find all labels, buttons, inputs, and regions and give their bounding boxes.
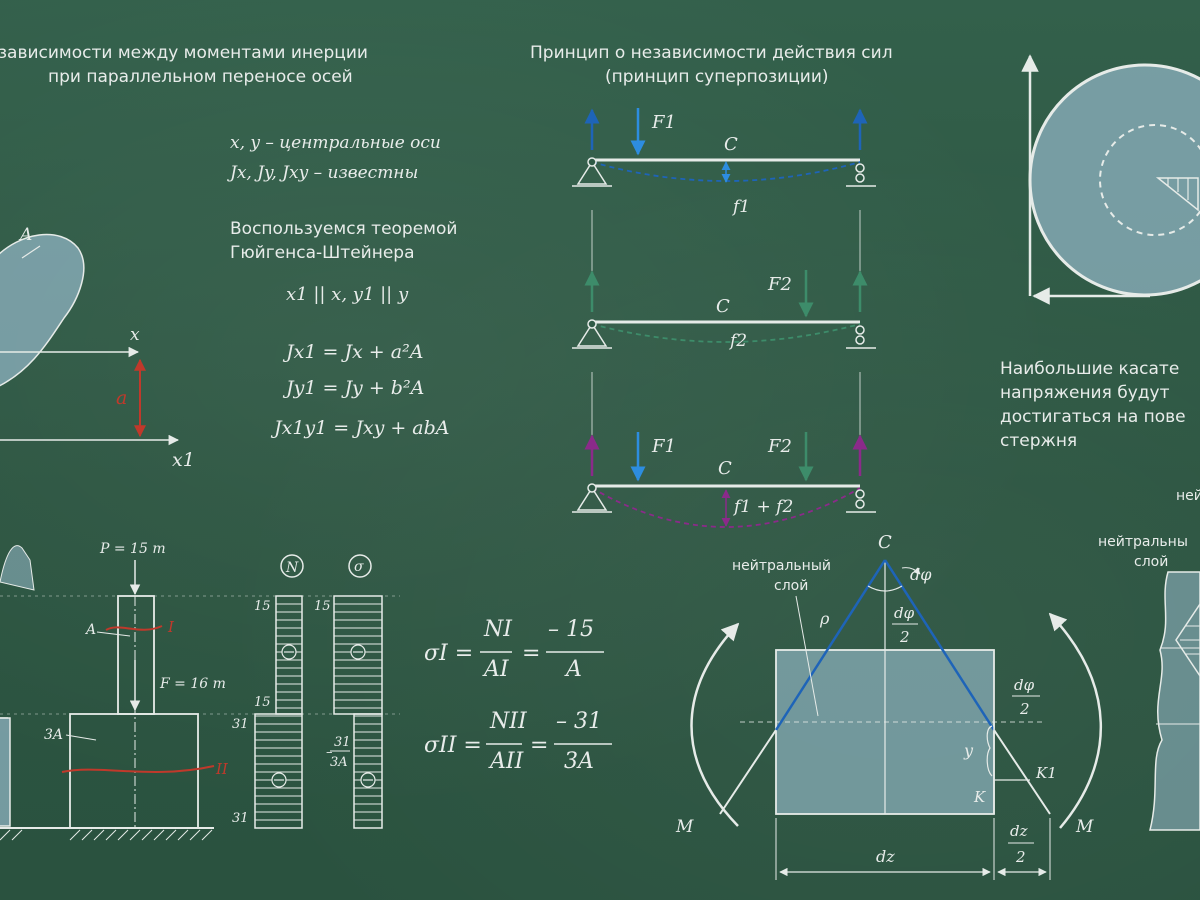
stress-formulas: σI = NI AI = – 15 A σII = NII AII = – 31… [424,617,612,774]
area-label: A [18,225,32,245]
beam-case-f2: F2 C f2 [572,270,876,351]
x1-axis-label: x1 [172,449,195,471]
torsion-section: Наибольшие касате напряжения будут дости… [1000,54,1200,451]
inertia-title-line1: зависимости между моментами инерции [0,43,368,63]
neutral-layer-section: нейт нейтральны слой [1098,488,1200,831]
superposition-section: Принцип о независимости действия сил (пр… [530,43,893,528]
point-c-label-2: C [716,296,730,317]
deflection-f1-label: f1 [731,197,750,217]
point-c-label-3: C [718,458,732,479]
center-c-label: C [878,532,892,553]
beam-case-f1: F1 C f1 [572,108,876,217]
sigma1-lhs: σI = [424,641,473,666]
superposition-title-line2: (принцип суперпозиции) [605,67,829,87]
sigma2-lhs: σII = [424,733,482,758]
y-label: y [963,741,974,760]
sigma2-eq: = [530,733,548,758]
torsion-text-4: стержня [1000,431,1077,451]
formula-jy1: Jy1 = Jy + b²A [282,377,424,399]
theorem-text-2: Гюйгенса-Штейнера [230,243,415,263]
force-f2-label-1: F2 [767,274,792,295]
neutral-partial-1: нейт [1176,488,1200,504]
force-f1-label-1: F1 [651,112,676,133]
beam-case-combined: F1 F2 C f1 + f2 [572,432,876,528]
sigma-diagram-label: σ [354,559,364,575]
dphi-half-num: dφ [894,604,915,622]
neutral-layer-label-2: слой [774,578,808,594]
sigma2-rden: 3A [564,749,594,774]
sigma1-eq: = [522,641,540,666]
dz-label: dz [876,847,895,866]
sigma2-num: NII [489,709,528,734]
sigma2-den: AII [488,749,525,774]
area-3a-label: 3A [44,727,63,743]
force-f2-label-2: F2 [767,436,792,457]
inertia-title-line2: при параллельном переносе осей [48,67,353,87]
sigma-frac-den: 3A [330,755,348,770]
torsion-text-1: Наибольшие касате [1000,359,1179,379]
torsion-text-2: напряжения будут [1000,383,1170,403]
deflection-sum-label: f1 + f2 [732,497,793,517]
sigma1-num: NI [483,617,513,642]
bending-section: C dφ dφ 2 dφ 2 нейтральный слой ρ y K K1… [675,532,1103,880]
cross-section-shape [0,233,85,387]
n-value-31-bottom: 31 [232,811,249,826]
distance-a-label: a [116,387,127,409]
known-moments-text: Jx, Jy, Jxy – известны [227,163,418,183]
torsion-text-3: достигаться на пове [1000,407,1186,427]
rho-label: ρ [819,609,830,628]
k1-label: K1 [1035,764,1057,782]
central-axes-text: x, y – центральные оси [230,133,441,153]
superposition-title-line1: Принцип о независимости действия сил [530,43,893,63]
dz-half-num: dz [1010,822,1028,840]
n-value-31-top: 31 [232,717,249,732]
force-f1-label-2: F1 [651,436,676,457]
n-value-15-top: 15 [254,599,271,614]
sigma-frac-sign: – [326,745,333,760]
sigma-value-15: 15 [314,599,331,614]
neutral-partial-3: слой [1134,554,1168,570]
sigma1-rnum: – 15 [548,617,594,642]
x-axis-label: x [130,325,140,345]
moment-m-right: M [1075,817,1094,837]
inertia-section: зависимости между моментами инерции при … [0,43,457,471]
area-a-label: A [84,622,96,638]
formula-jx1: Jx1 = Jx + a²A [282,341,423,363]
formula-jx1y1: Jx1y1 = Jxy + abA [270,417,450,439]
n-value-15-bottom: 15 [254,695,271,710]
n-diagram-label: N [285,560,299,576]
moment-m-left: M [675,817,694,837]
dphi2-half-den: 2 [1019,700,1030,718]
sigma2-rnum: – 31 [556,709,602,734]
sigma-frac-num: 31 [334,735,351,750]
section-i-label: I [167,618,175,636]
axial-section: P = 15 т F = 16 т A I 3A II N [0,541,400,841]
theorem-text-1: Воспользуемся теоремой [230,219,457,239]
k-label: K [973,788,986,806]
sigma1-rden: A [564,657,582,682]
sigma1-den: AI [482,657,510,682]
neutral-partial-2: нейтральны [1098,534,1188,550]
dphi-label: dφ [910,565,932,584]
load-p-label: P = 15 т [99,541,166,557]
point-c-label-1: C [724,134,738,155]
parallel-axes-formula: x1 || x, y1 || y [286,284,409,305]
dphi-half-den: 2 [899,628,910,646]
dphi2-half-num: dφ [1014,676,1035,694]
dz-half-den: 2 [1015,848,1026,866]
deflection-f2-label: f2 [728,331,747,351]
load-f-label: F = 16 т [159,676,226,692]
neutral-layer-label-1: нейтральный [732,558,831,574]
section-ii-label: II [215,760,229,778]
